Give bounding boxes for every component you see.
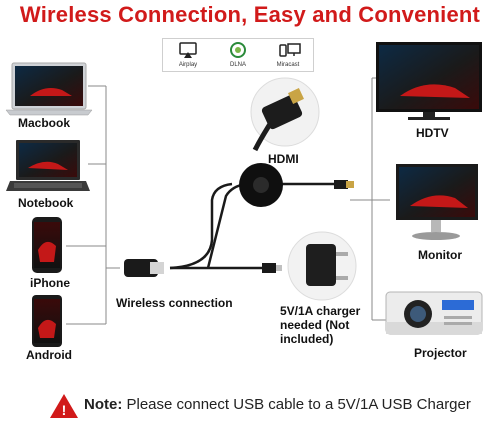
- warning-icon: !: [50, 394, 78, 418]
- airplay-icon: [179, 42, 197, 58]
- output-connector-lines: [350, 77, 390, 321]
- hdtv-image: [376, 42, 482, 120]
- protocol-label: Miracast: [276, 62, 300, 68]
- monitor-label: Monitor: [418, 248, 462, 262]
- protocol-label: Airplay: [178, 62, 198, 68]
- svg-text:!: !: [62, 402, 67, 418]
- protocol-box: Airplay DLNA Miracast: [162, 38, 314, 72]
- source-connector-lines: [66, 85, 120, 325]
- dongle-image: [239, 163, 354, 207]
- iphone-image: [32, 217, 62, 273]
- wireless-connection-label: Wireless connection: [116, 296, 233, 310]
- monitor-image: [396, 164, 478, 240]
- macbook-image: [5, 62, 93, 116]
- micro-usb-plug-image: [262, 263, 282, 273]
- protocol-airplay: Airplay: [163, 39, 213, 71]
- note-prefix: Note:: [84, 396, 123, 413]
- protocol-label: DLNA: [229, 62, 246, 68]
- hdtv-label: HDTV: [416, 126, 449, 140]
- projector-label: Projector: [414, 346, 467, 360]
- dlna-icon: [230, 42, 246, 58]
- wireless-adapter-image: [124, 259, 164, 277]
- miracast-icon: [279, 43, 301, 57]
- macbook-label: Macbook: [18, 116, 71, 130]
- notebook-label: Notebook: [18, 196, 74, 210]
- hdmi-plug-image: [250, 77, 320, 152]
- notebook-image: [6, 140, 90, 191]
- note-text: Note: Please connect USB cable to a 5V/1…: [84, 396, 471, 413]
- android-image: [32, 295, 62, 347]
- protocol-miracast: Miracast: [263, 39, 313, 71]
- android-label: Android: [26, 348, 72, 362]
- hdmi-label: HDMI: [268, 152, 299, 166]
- iphone-label: iPhone: [30, 276, 71, 290]
- projector-image: [385, 291, 483, 335]
- note-body: Please connect USB cable to a 5V/1A USB …: [126, 396, 471, 413]
- protocol-dlna: DLNA: [213, 39, 263, 71]
- charger-label: 5V/1A charger needed (Not included): [280, 304, 361, 346]
- charger-image: [287, 231, 357, 301]
- page-title: Wireless Connection, Easy and Convenient: [19, 2, 481, 27]
